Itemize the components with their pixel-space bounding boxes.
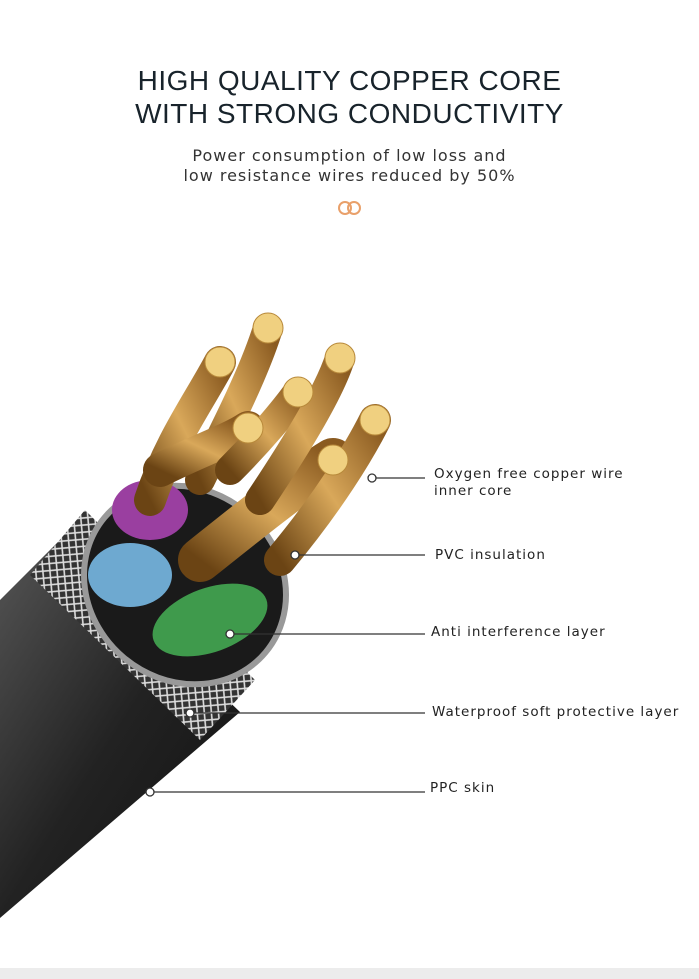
callout-copper-core: Oxygen free copper wire inner core	[434, 466, 624, 500]
callout-ppc-skin: PPC skin	[430, 780, 496, 796]
callout-waterproof-layer: Waterproof soft protective layer	[432, 704, 680, 720]
headline-line-1: HIGH QUALITY COPPER CORE	[137, 65, 562, 96]
ppc-skin-jacket	[0, 540, 240, 918]
headline: HIGH QUALITY COPPER CORE WITH STRONG CON…	[0, 64, 699, 130]
callout-pvc-insulation: PVC insulation	[435, 547, 546, 563]
subtitle-line-2: low resistance wires reduced by 50%	[183, 166, 516, 185]
subtitle: Power consumption of low loss and low re…	[0, 146, 699, 186]
bottom-divider	[0, 968, 699, 979]
strand-ends	[204, 312, 391, 476]
callout-anti-interference: Anti interference layer	[431, 624, 606, 640]
insulated-cores	[88, 480, 268, 657]
callout-leader-lines	[145, 473, 425, 797]
subtitle-line-1: Power consumption of low loss and	[192, 146, 507, 165]
rings-icon	[338, 201, 361, 215]
callout-text: Oxygen free copper wire	[434, 466, 624, 482]
headline-line-2: WITH STRONG CONDUCTIVITY	[135, 98, 564, 129]
callout-text: inner core	[434, 483, 513, 499]
